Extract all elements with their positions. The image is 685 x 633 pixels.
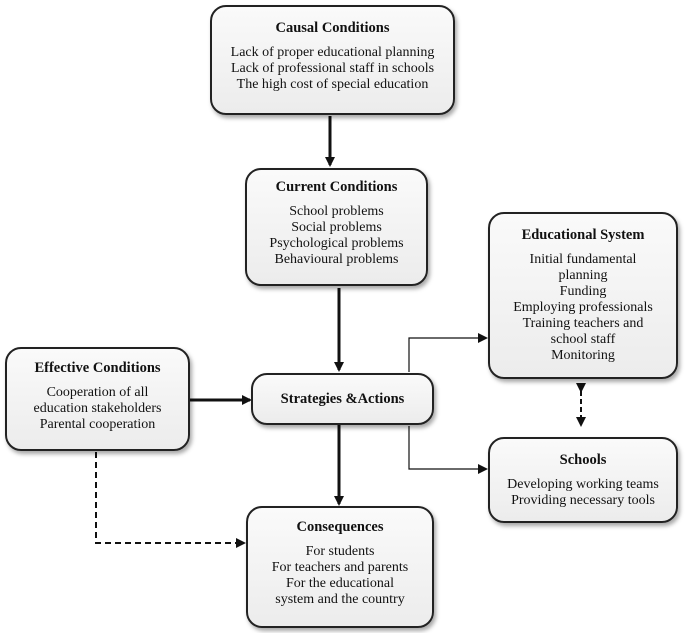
educational-system-box: Educational System Initial fundamental p… <box>488 212 678 379</box>
effective-conditions-line: education stakeholders <box>33 401 162 416</box>
educational-system-line: school staff <box>550 332 616 347</box>
causal-conditions-box: Causal Conditions Lack of proper educati… <box>210 5 455 115</box>
effective-conditions-title: Effective Conditions <box>34 360 161 376</box>
effective-conditions-box: Effective Conditions Cooperation of all … <box>5 347 190 451</box>
consequences-line: For students <box>305 544 375 559</box>
current-conditions-line: Psychological problems <box>269 236 404 251</box>
schools-title: Schools <box>559 452 607 468</box>
causal-conditions-title: Causal Conditions <box>275 20 390 36</box>
consequences-box: Consequences For students For teachers a… <box>246 506 434 628</box>
consequences-line: system and the country <box>275 592 405 607</box>
consequences-line: For teachers and parents <box>271 560 409 575</box>
educational-system-line: Training teachers and <box>522 316 644 331</box>
current-conditions-box: Current Conditions School problems Socia… <box>245 168 428 286</box>
consequences-line: For the educational <box>285 576 395 591</box>
educational-system-title: Educational System <box>521 227 645 243</box>
educational-system-line: Initial fundamental <box>529 252 637 267</box>
causal-conditions-line: Lack of professional staff in schools <box>230 61 435 76</box>
strategies-actions-box: Strategies &Actions <box>251 373 434 425</box>
current-conditions-title: Current Conditions <box>275 179 398 195</box>
educational-system-line: Funding <box>559 284 607 299</box>
effective-conditions-line: Parental cooperation <box>39 417 156 432</box>
arrow-strategies-to-schools <box>408 426 488 474</box>
current-conditions-line: Social problems <box>291 220 382 235</box>
causal-conditions-line: Lack of proper educational planning <box>230 45 435 60</box>
schools-line: Developing working teams <box>507 477 659 492</box>
arrow-strategies-to-educational-system <box>408 333 488 372</box>
dashed-arrow-effective-to-consequences <box>95 452 246 548</box>
educational-system-line: Employing professionals <box>513 300 653 315</box>
strategies-actions-title: Strategies &Actions <box>280 391 405 407</box>
educational-system-line: planning <box>558 268 608 283</box>
schools-line: Providing necessary tools <box>511 493 655 508</box>
schools-box: Schools Developing working teams Providi… <box>488 437 678 523</box>
current-conditions-line: School problems <box>289 204 384 219</box>
causal-conditions-line: The high cost of special education <box>236 77 429 92</box>
effective-conditions-line: Cooperation of all <box>46 385 149 400</box>
consequences-title: Consequences <box>296 519 384 535</box>
educational-system-line: Monitoring <box>551 348 615 363</box>
current-conditions-line: Behavioural problems <box>274 252 399 267</box>
